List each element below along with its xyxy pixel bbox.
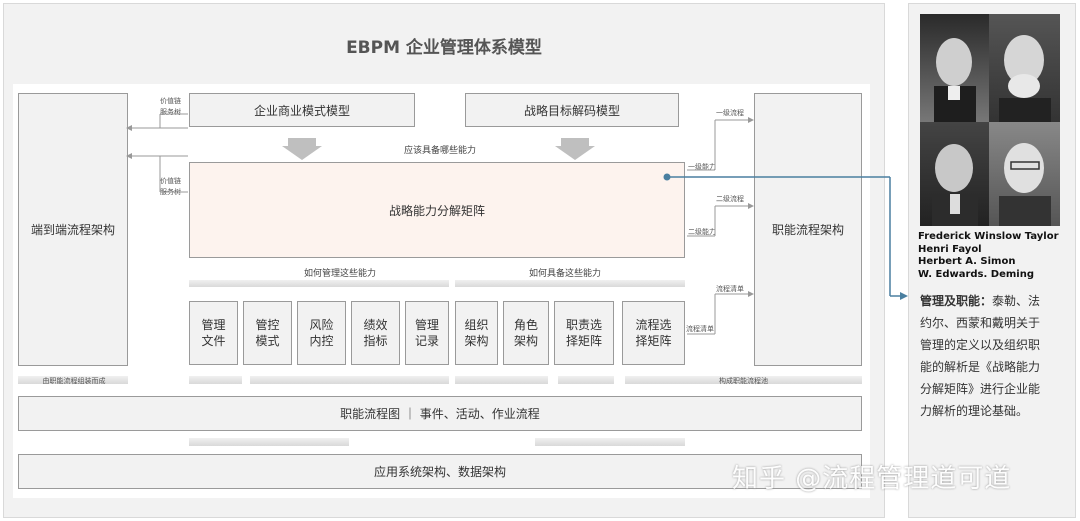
assembled-note: 由职能流程组装而成 [42, 377, 106, 385]
process-list-label-top: 流程清单 [716, 285, 744, 293]
bottom-band-3 [250, 376, 449, 384]
process-list-label-side: 流程清单 [686, 325, 714, 333]
end-to-end-process-architecture: 端到端流程架构 [18, 93, 128, 366]
business-model-box: 企业商业模式模型 [189, 93, 415, 127]
manage-box-kpi: 绩效指标 [351, 301, 400, 365]
level2-process-label: 二级流程 [716, 195, 744, 203]
pool-note: 构成职能流程池 [719, 377, 768, 385]
level2-capability-label: 二级能力 [688, 228, 716, 236]
capability-question-label: 应该具备哪些能力 [403, 146, 476, 156]
right-connector-arrows [687, 117, 754, 335]
build-band [455, 280, 685, 287]
functional-process-architecture: 职能流程架构 [754, 93, 862, 366]
portrait-deming [989, 122, 1060, 226]
manage-box-documents: 管理文件 [189, 301, 238, 365]
matrix-connector [663, 173, 908, 300]
diagram-title: EBPM 企业管理体系模型 [346, 38, 542, 58]
portrait-fayol [989, 14, 1060, 122]
build-capability-label: 如何具备这些能力 [528, 269, 601, 279]
manage-box-risk-control: 风险内控 [297, 301, 346, 365]
level1-capability-label: 一级能力 [688, 163, 716, 171]
bottom-band-6 [625, 376, 862, 384]
down-arrow-left [282, 138, 322, 160]
theory-description: 管理及职能：泰勒、法 约尔、西蒙和戴明关于 管理的定义以及组织职 能的解析是《战… [920, 294, 1041, 418]
value-chain-label-1: 价值链服务树 [160, 97, 181, 116]
manage-capability-label: 如何管理这些能力 [303, 269, 376, 279]
zhihu-watermark: 知乎 @流程管理道可道 [732, 464, 1012, 494]
build-box-responsibility: 职责选择矩阵 [554, 301, 614, 365]
theorist-names: Frederick Winslow Taylor Henri Fayol Her… [918, 231, 1059, 280]
manage-band [189, 280, 449, 287]
level1-process-label: 一级流程 [716, 109, 744, 117]
manage-box-records: 管理记录 [405, 301, 449, 365]
build-box-process-matrix: 流程选择矩阵 [622, 301, 685, 365]
bottom-band-1 [18, 376, 128, 384]
strategic-capability-matrix: 战略能力分解矩阵 [189, 162, 685, 258]
build-box-org: 组织架构 [455, 301, 498, 365]
bottom-band-8 [535, 438, 685, 446]
manage-box-control-mode: 管控模式 [243, 301, 292, 365]
down-arrow-right [555, 138, 595, 160]
portrait-taylor [920, 14, 989, 122]
left-connector-arrows [126, 113, 188, 193]
strategy-decoding-box: 战略目标解码模型 [465, 93, 679, 127]
portrait-simon [920, 122, 989, 226]
bottom-band-5 [558, 376, 614, 384]
bottom-band-7 [189, 438, 349, 446]
functional-process-bar: 职能流程图 ｜ 事件、活动、作业流程 [18, 396, 862, 431]
bottom-band-2 [189, 376, 242, 384]
bottom-band-4 [455, 376, 548, 384]
system-architecture-bar: 应用系统架构、数据架构 [18, 454, 862, 489]
build-box-roles: 角色架构 [503, 301, 549, 365]
